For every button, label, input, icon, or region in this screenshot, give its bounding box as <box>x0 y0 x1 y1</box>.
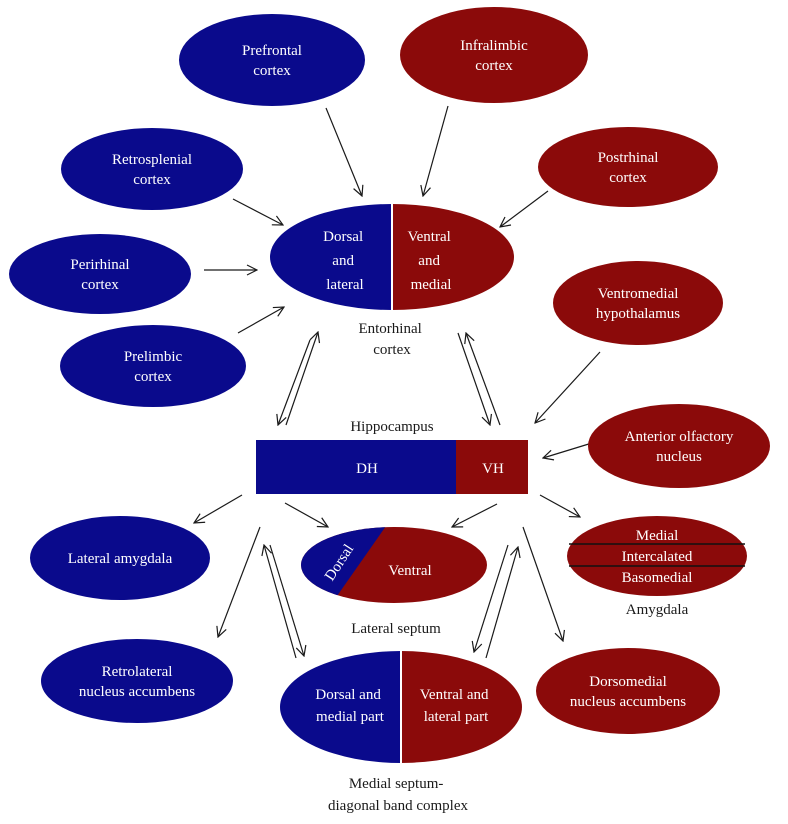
entorhinal-cortex: Dorsal and lateral Ventral and medial En… <box>270 204 514 358</box>
retrosplenial-ellipse <box>61 128 243 210</box>
arrow-dh-to-retrolateral-accumbens <box>218 526 261 637</box>
perirhinal-ellipse <box>9 234 191 314</box>
arrow-infralimbic-to-entorhinal <box>423 105 449 196</box>
arrow-dh-to-lateral-septum <box>284 502 328 527</box>
arrow-vh-to-dorsomedial-accumbens <box>522 526 563 641</box>
amygdala-medial-label: Medial <box>636 528 679 544</box>
arrow-vh-to-amygdala <box>539 494 580 517</box>
amygdala: Medial Intercalated Basomedial Amygdala <box>567 516 747 618</box>
ventral-hippocampus-block <box>456 440 528 494</box>
lateral-septum: Dorsal Ventral Lateral septum <box>301 527 487 637</box>
lateral-amygdala-label: Lateral amygdala <box>68 551 173 567</box>
medial-septum-left-label: Dorsal and medial part <box>315 687 384 725</box>
postrhinal-ellipse <box>538 127 718 207</box>
hippocampus-title: Hippocampus <box>350 419 433 435</box>
lateral-septum-dorsal-region <box>301 527 386 603</box>
entorhinal-left-label: Dorsal and lateral <box>323 229 367 293</box>
infralimbic-ellipse <box>400 7 588 103</box>
arrow-ms-to-vh <box>485 547 518 659</box>
arrow-entorhinal-to-dh <box>278 339 311 425</box>
hippocampus: Hippocampus DH VH <box>256 419 528 494</box>
arrow-vh-to-lateral-septum <box>452 503 498 527</box>
lateral-amygdala-ellipse <box>30 516 210 600</box>
arrow-postrhinal-to-entorhinal <box>500 190 549 227</box>
lateral-amygdala-node: Lateral amygdala <box>30 516 210 600</box>
entorhinal-ventral-medial-half <box>392 204 514 310</box>
lateral-septum-caption: Lateral septum <box>351 621 441 637</box>
medial-septum: Dorsal and medial part Ventral and later… <box>280 651 522 814</box>
amygdala-caption: Amygdala <box>626 602 689 618</box>
entorhinal-caption: Entorhinal cortex <box>358 321 425 358</box>
arrow-dh-to-entorhinal <box>285 332 318 426</box>
ventromedial-ellipse <box>553 261 723 345</box>
medial-septum-right-label: Ventral and lateral part <box>420 687 492 725</box>
arrow-retrosplenial-to-entorhinal <box>232 198 283 225</box>
entorhinal-dorsal-lateral-half <box>270 204 392 310</box>
arrow-ventromedial-to-vh <box>535 351 601 423</box>
medial-septum-caption: Medial septum- diagonal band complex <box>328 776 468 814</box>
arrow-ms-to-dh <box>264 545 297 659</box>
medial-septum-dorsal-medial-half <box>280 651 401 763</box>
dh-label: DH <box>356 461 378 477</box>
arrow-olfactory-to-vh <box>543 442 593 458</box>
prefrontal-ellipse <box>179 14 365 106</box>
retrolateral-accumbens-ellipse <box>41 639 233 723</box>
amygdala-basomedial-label: Basomedial <box>622 570 693 586</box>
vh-label: VH <box>482 461 504 477</box>
entorhinal-right-label: Ventral and medial <box>407 229 454 293</box>
arrow-prelimbic-to-entorhinal <box>237 307 284 334</box>
dorsomedial-accumbens-ellipse <box>536 648 720 734</box>
amygdala-intercalated-label: Intercalated <box>622 549 693 565</box>
lateral-septum-ventral-label: Ventral <box>388 563 431 579</box>
medial-septum-ventral-lateral-half <box>401 651 522 763</box>
arrow-prefrontal-to-entorhinal <box>325 107 362 196</box>
arrow-vh-to-entorhinal <box>466 333 501 426</box>
amygdala-ellipse <box>567 516 747 596</box>
arrow-dh-to-lateral-amygdala <box>194 494 243 523</box>
dorsal-hippocampus-block <box>256 440 456 494</box>
prelimbic-ellipse <box>60 325 246 407</box>
arrow-entorhinal-to-vh <box>457 332 490 425</box>
arrow-dh-to-ms <box>269 544 304 656</box>
anterior-olfactory-ellipse <box>588 404 770 488</box>
arrow-vh-to-ms <box>474 544 509 652</box>
